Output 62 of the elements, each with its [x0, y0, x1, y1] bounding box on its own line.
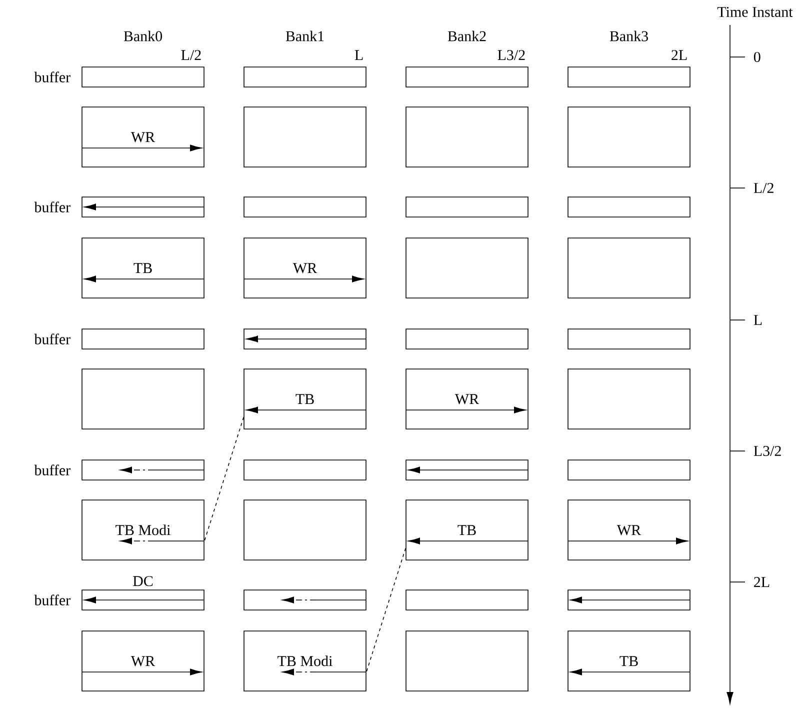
- row-label: buffer: [34, 334, 70, 344]
- memory-box: [406, 106, 528, 168]
- memory-box: TB: [82, 238, 204, 298]
- buffer-box: [82, 460, 204, 480]
- memory-box: WR: [568, 500, 690, 560]
- memory-box: [568, 106, 690, 168]
- memory-box: WR: [82, 106, 204, 168]
- memory-box: [82, 368, 204, 430]
- buffer-box: [406, 196, 528, 218]
- buffer-box: L/2: [82, 50, 204, 88]
- node-label: DC: [133, 576, 153, 586]
- axis-label: Time Instant: [717, 6, 793, 18]
- row-label: buffer: [34, 202, 70, 212]
- buffer-box: [568, 328, 690, 350]
- node-label: L3/2: [498, 50, 525, 60]
- axis-label: 2L: [754, 577, 770, 587]
- memory-box: TB: [244, 368, 366, 430]
- memory-box: TB Modi: [244, 630, 366, 692]
- buffer-box: [244, 590, 366, 610]
- memory-box: [406, 238, 528, 298]
- buffer-box: [244, 460, 366, 480]
- connector-line: [366, 548, 406, 673]
- buffer-box: [244, 328, 366, 350]
- axis-label: L3/2: [754, 446, 781, 456]
- buffer-box: [82, 196, 204, 218]
- memory-box: TB: [568, 630, 690, 692]
- buffer-box: L: [244, 50, 366, 88]
- node-label: L: [354, 50, 363, 60]
- memory-box: [244, 106, 366, 168]
- memory-box: TB Modi: [82, 500, 204, 560]
- buffer-box: [406, 590, 528, 610]
- buffer-box: [406, 328, 528, 350]
- bank-label: Bank3: [610, 30, 648, 42]
- node-label: L/2: [181, 50, 201, 60]
- buffer-box: L3/2: [406, 50, 528, 88]
- buffer-box: [244, 196, 366, 218]
- buffer-box: [568, 460, 690, 480]
- buffer-box: [406, 460, 528, 480]
- axis-label: L: [754, 315, 762, 325]
- buffer-box: [568, 196, 690, 218]
- memory-box: [568, 238, 690, 298]
- bank-label: Bank1: [286, 30, 324, 42]
- memory-box: [406, 630, 528, 692]
- axis-label: 0: [754, 52, 760, 62]
- memory-box: WR: [82, 630, 204, 692]
- row-label: buffer: [34, 594, 70, 606]
- buffer-box: DC: [82, 576, 204, 610]
- bank-label: Bank0: [124, 30, 162, 42]
- bank-label: Bank2: [448, 30, 486, 42]
- memory-box: [244, 500, 366, 560]
- row-label: buffer: [34, 72, 70, 82]
- row-label: buffer: [34, 464, 70, 476]
- node-label: 2L: [672, 50, 687, 60]
- connector-line: [204, 416, 244, 542]
- axis-label: L/2: [754, 182, 774, 194]
- memory-box: WR: [244, 238, 366, 298]
- buffer-box: 2L: [568, 50, 690, 88]
- buffer-box: [82, 328, 204, 350]
- memory-box: WR: [406, 368, 528, 430]
- memory-box: TB: [406, 500, 528, 560]
- memory-box: [568, 368, 690, 430]
- buffer-box: [568, 590, 690, 610]
